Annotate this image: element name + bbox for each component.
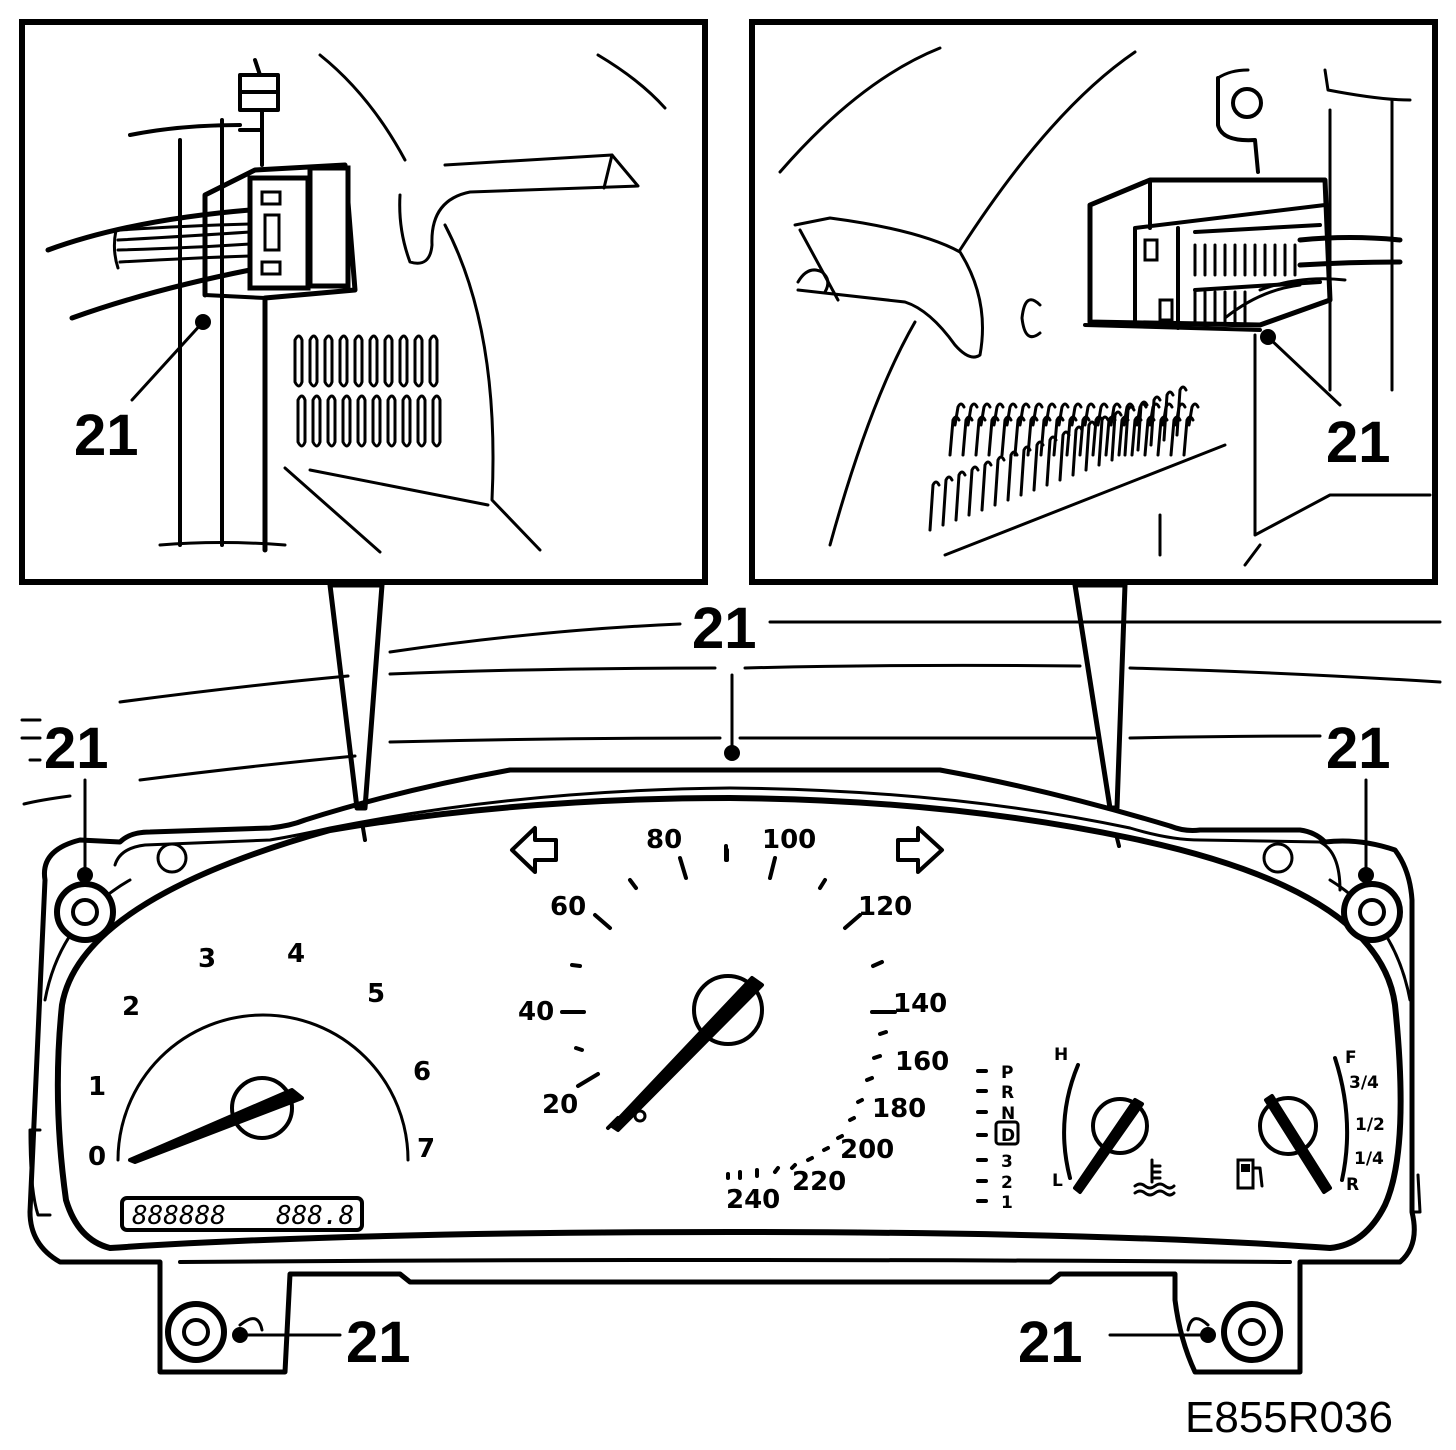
speedometer-scale-label: 40 [518, 997, 554, 1027]
coolant-temperature-icon [1133, 1158, 1176, 1197]
speedometer-scale-label: 160 [895, 1047, 949, 1077]
gear-indicator: P R N D 3 2 1 [976, 1063, 1020, 1213]
speedometer-scale-label: 80 [646, 825, 682, 855]
tachometer-scale-label: 2 [122, 992, 140, 1022]
fuel-reserve-label: R [1346, 1175, 1359, 1195]
tachometer-scale-label: 5 [367, 979, 385, 1009]
right-turn-signal-icon [896, 826, 944, 874]
gear-label: D [1001, 1126, 1015, 1146]
right-inset-pointer [1072, 582, 1128, 811]
odometer-display: 888888 888.8 [120, 1196, 364, 1232]
tachometer: 0 1 2 3 4 5 6 7 [88, 939, 435, 1172]
speedometer-scale-label: 200 [840, 1135, 894, 1165]
temperature-low-label: L [1052, 1171, 1063, 1191]
temperature-needle [1073, 1098, 1144, 1194]
gear-label: 1 [1001, 1193, 1013, 1213]
tachometer-scale-label: 4 [287, 939, 305, 969]
temperature-gauge: H L [1052, 1045, 1176, 1197]
left-vent-slots [293, 334, 442, 448]
left-turn-signal-icon [510, 826, 558, 874]
fuel-half-label: 1/2 [1355, 1115, 1385, 1135]
speedometer-scale-label: 180 [872, 1094, 926, 1124]
gear-label: N [1001, 1104, 1015, 1124]
speedometer-scale-label: 240 [726, 1185, 780, 1215]
gear-label: P [1001, 1063, 1013, 1083]
speedometer-scale-label: 60 [550, 892, 586, 922]
gear-label: 3 [1001, 1152, 1013, 1172]
left-connector-detail-inset: 21 [19, 19, 708, 585]
fuel-full-label: F [1345, 1048, 1357, 1068]
speedometer-scale-label: 20 [542, 1090, 578, 1120]
fuel-gauge: F 3/4 1/2 1/4 R [1236, 1048, 1385, 1195]
fuel-pump-icon [1236, 1158, 1264, 1190]
tachometer-scale-label: 6 [413, 1057, 431, 1087]
speedometer-scale-label: 140 [893, 989, 947, 1019]
cluster-housing [27, 767, 1422, 1375]
speedometer-scale-label: 100 [762, 825, 816, 855]
gear-label: R [1001, 1083, 1014, 1103]
fuel-three-quarter-label: 3/4 [1349, 1073, 1379, 1093]
odometer-total: 888888 [132, 1201, 226, 1231]
callout-label: 21 [346, 1310, 411, 1375]
callout-label: 21 [44, 716, 109, 781]
right-vent-slots [928, 385, 1227, 557]
odometer-trip: 888.8 [276, 1201, 354, 1231]
cluster-callouts: 21 21 21 21 21 [44, 596, 1391, 1375]
callout-label: 21 [692, 596, 757, 661]
speedometer-scale-label: 120 [858, 892, 912, 922]
right-connector-detail-inset: 21 [749, 19, 1438, 585]
callout-label: 21 [1018, 1310, 1083, 1375]
gear-label: 2 [1001, 1173, 1013, 1193]
callout-label: 21 [1326, 716, 1391, 781]
tachometer-needle [128, 1088, 304, 1164]
tachometer-scale-label: 7 [417, 1134, 435, 1164]
dashboard-background-lines [20, 620, 1442, 806]
fuel-quarter-label: 1/4 [1354, 1149, 1384, 1169]
left-inset-pointer [327, 582, 385, 811]
temperature-high-label: H [1054, 1045, 1068, 1065]
tachometer-scale-label: 0 [88, 1142, 106, 1172]
tachometer-scale-label: 1 [88, 1072, 106, 1102]
speedometer-scale-label: 220 [792, 1167, 846, 1197]
callout-label: 21 [1326, 410, 1391, 475]
figure-code: E855R036 [1185, 1393, 1393, 1442]
speedometer: 20 40 60 80 100 120 140 160 180 200 220 … [518, 825, 949, 1215]
fuel-needle [1264, 1094, 1332, 1194]
tachometer-scale-label: 3 [198, 944, 216, 974]
callout-label: 21 [74, 403, 139, 468]
speedometer-needle [610, 976, 764, 1132]
